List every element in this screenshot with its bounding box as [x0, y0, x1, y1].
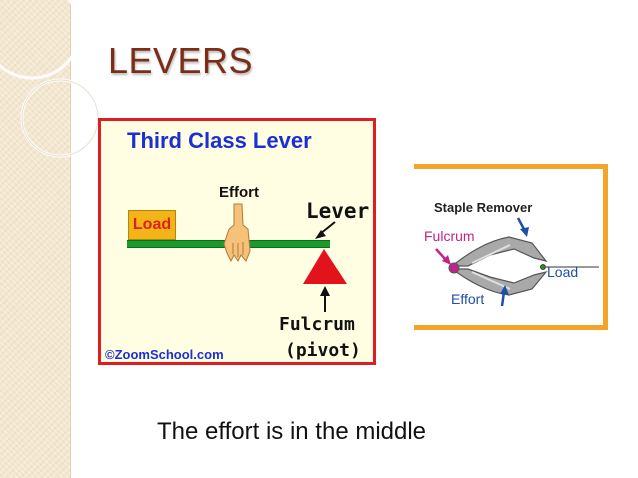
- lever-arrow-icon: [315, 221, 336, 239]
- staple-fulcrum-arrow-icon: [435, 248, 451, 265]
- hand-icon: [223, 203, 251, 263]
- load-box: Load: [128, 210, 176, 240]
- staple-remover-icon: [448, 236, 599, 296]
- staple-remover-figure: Staple Remover Fulcrum Loa: [414, 164, 608, 330]
- slide-title: LEVERS: [108, 40, 254, 81]
- staple-fulcrum-label: Fulcrum: [424, 228, 475, 244]
- staple-effort-label: Effort: [451, 291, 485, 307]
- effort-label: Effort: [219, 184, 259, 201]
- decorative-rings: [0, 0, 100, 158]
- fulcrum-triangle: [303, 249, 347, 284]
- staple-remover-title: Staple Remover: [434, 200, 533, 215]
- fulcrum-arrow-icon: [320, 286, 330, 312]
- lever-label: Lever: [306, 199, 370, 223]
- third-class-lever-figure: Third Class Lever Load Effort Lever Fulc…: [98, 118, 376, 365]
- fulcrum-label: Fulcrum: [279, 314, 355, 335]
- slide-caption: The effort is in the middle: [157, 418, 427, 445]
- staple-effort-arrow-icon: [500, 285, 509, 307]
- figure-title: Third Class Lever: [127, 128, 312, 153]
- lever-diagram-shapes: [223, 203, 347, 312]
- staple-load-label: Load: [547, 264, 579, 280]
- credit-text: ©ZoomSchool.com: [105, 347, 224, 362]
- staple-title-arrow-icon: [516, 217, 529, 237]
- pivot-label: (pivot): [285, 340, 361, 361]
- staple-remover-drawing: [435, 217, 599, 307]
